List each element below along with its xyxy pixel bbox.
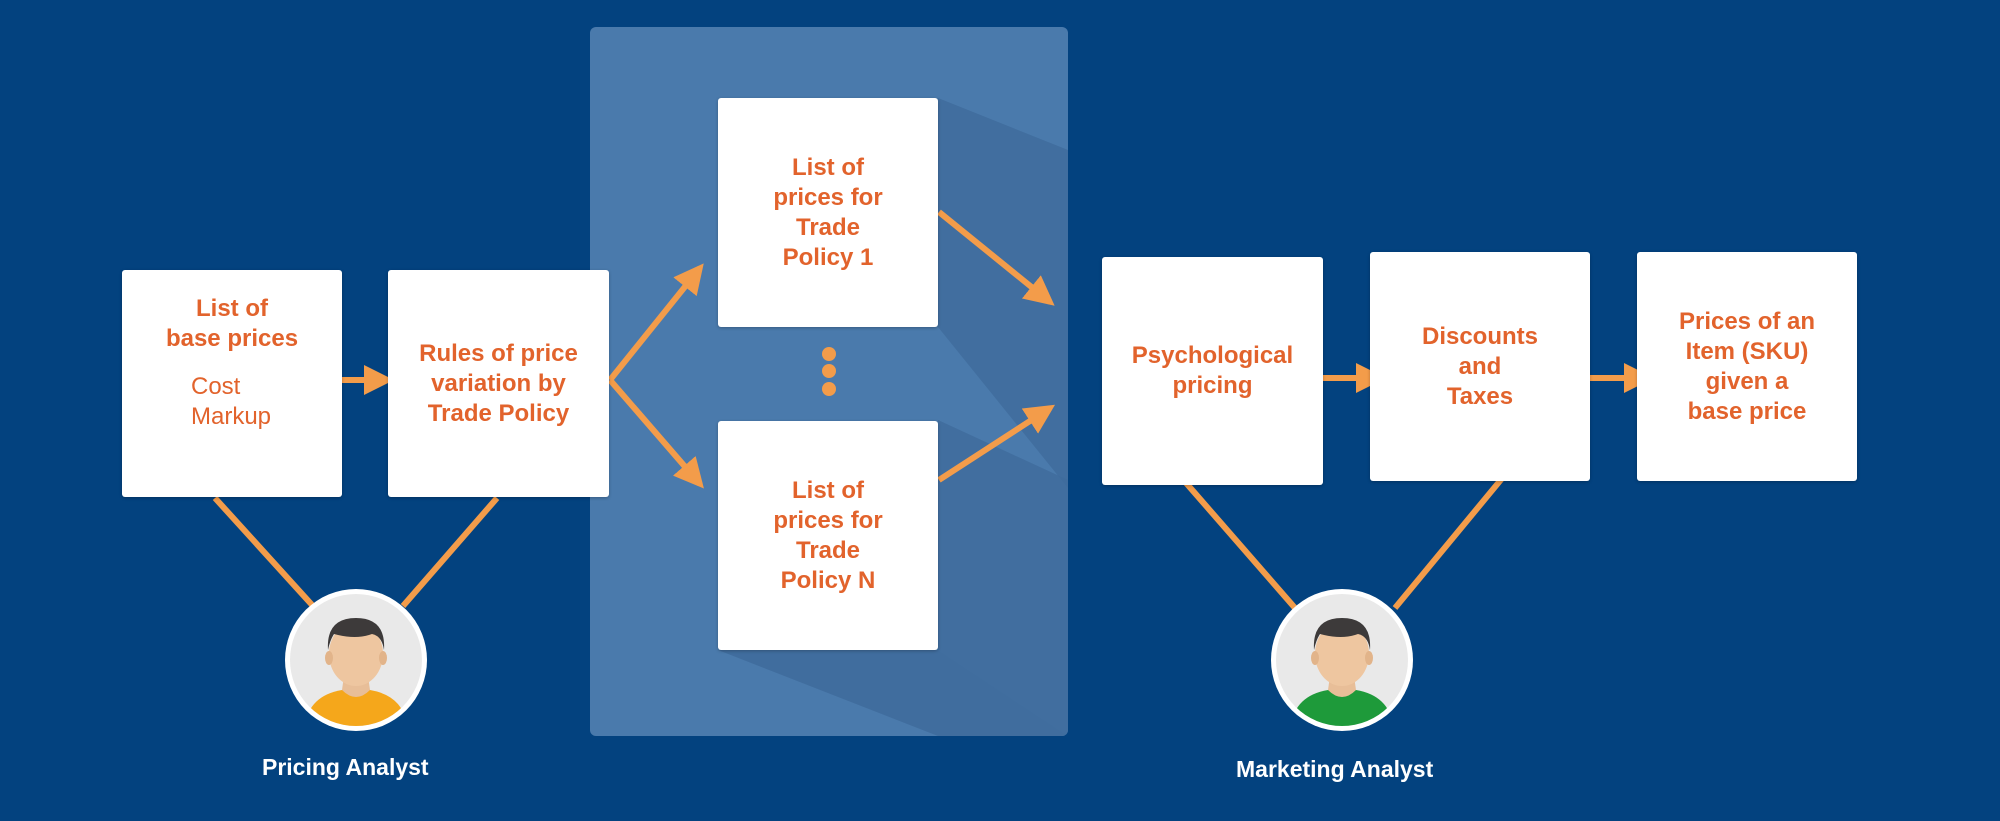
discounts-taxes-title: Discounts and Taxes — [1421, 322, 1538, 410]
marketing-analyst-avatar-icon — [1271, 589, 1413, 731]
psychological-pricing-title: Psychological pricing — [1131, 342, 1294, 399]
connector-marketing-analyst-psych — [1177, 474, 1298, 610]
connector-pricing-analyst-rules — [400, 496, 500, 608]
arrow-rules-to-policy-n — [607, 378, 704, 489]
vertical-ellipsis-icon — [822, 347, 836, 396]
marketing-analyst-label: Marketing Analyst — [1236, 756, 1434, 782]
final-prices-box: Prices of an Item (SKU) given a base pri… — [1637, 252, 1857, 481]
connector-pricing-analyst-base — [212, 495, 316, 609]
arrow-rules-to-policy-1 — [607, 263, 704, 382]
trade-policy-1-title: List of prices for Trade Policy 1 — [773, 153, 883, 271]
arrow-policy-n-to-psych — [937, 404, 1056, 483]
trade-policy-n-box: List of prices for Trade Policy N — [718, 421, 938, 650]
connector-marketing-analyst-discounts — [1392, 474, 1507, 610]
base-prices-details: Cost Markup — [191, 373, 272, 430]
trade-policy-n-title: List of prices for Trade Policy N — [773, 476, 883, 594]
base-prices-box: List of base prices Cost Markup — [122, 270, 342, 497]
final-prices-title: Prices of an Item (SKU) given a base pri… — [1678, 307, 1816, 425]
pricing-analyst-avatar-icon — [285, 589, 427, 731]
discounts-taxes-box: Discounts and Taxes — [1370, 252, 1590, 481]
trade-policy-1-box: List of prices for Trade Policy 1 — [718, 98, 938, 327]
panel-shadows — [718, 98, 1068, 736]
rules-box: Rules of price variation by Trade Policy — [388, 270, 609, 497]
pricing-analyst-label: Pricing Analyst — [262, 754, 429, 780]
base-prices-title: List of base prices — [165, 295, 299, 352]
arrow-policy-1-to-psych — [937, 209, 1055, 306]
psychological-pricing-box: Psychological pricing — [1102, 257, 1323, 485]
rules-title: Rules of price variation by Trade Policy — [419, 339, 578, 427]
